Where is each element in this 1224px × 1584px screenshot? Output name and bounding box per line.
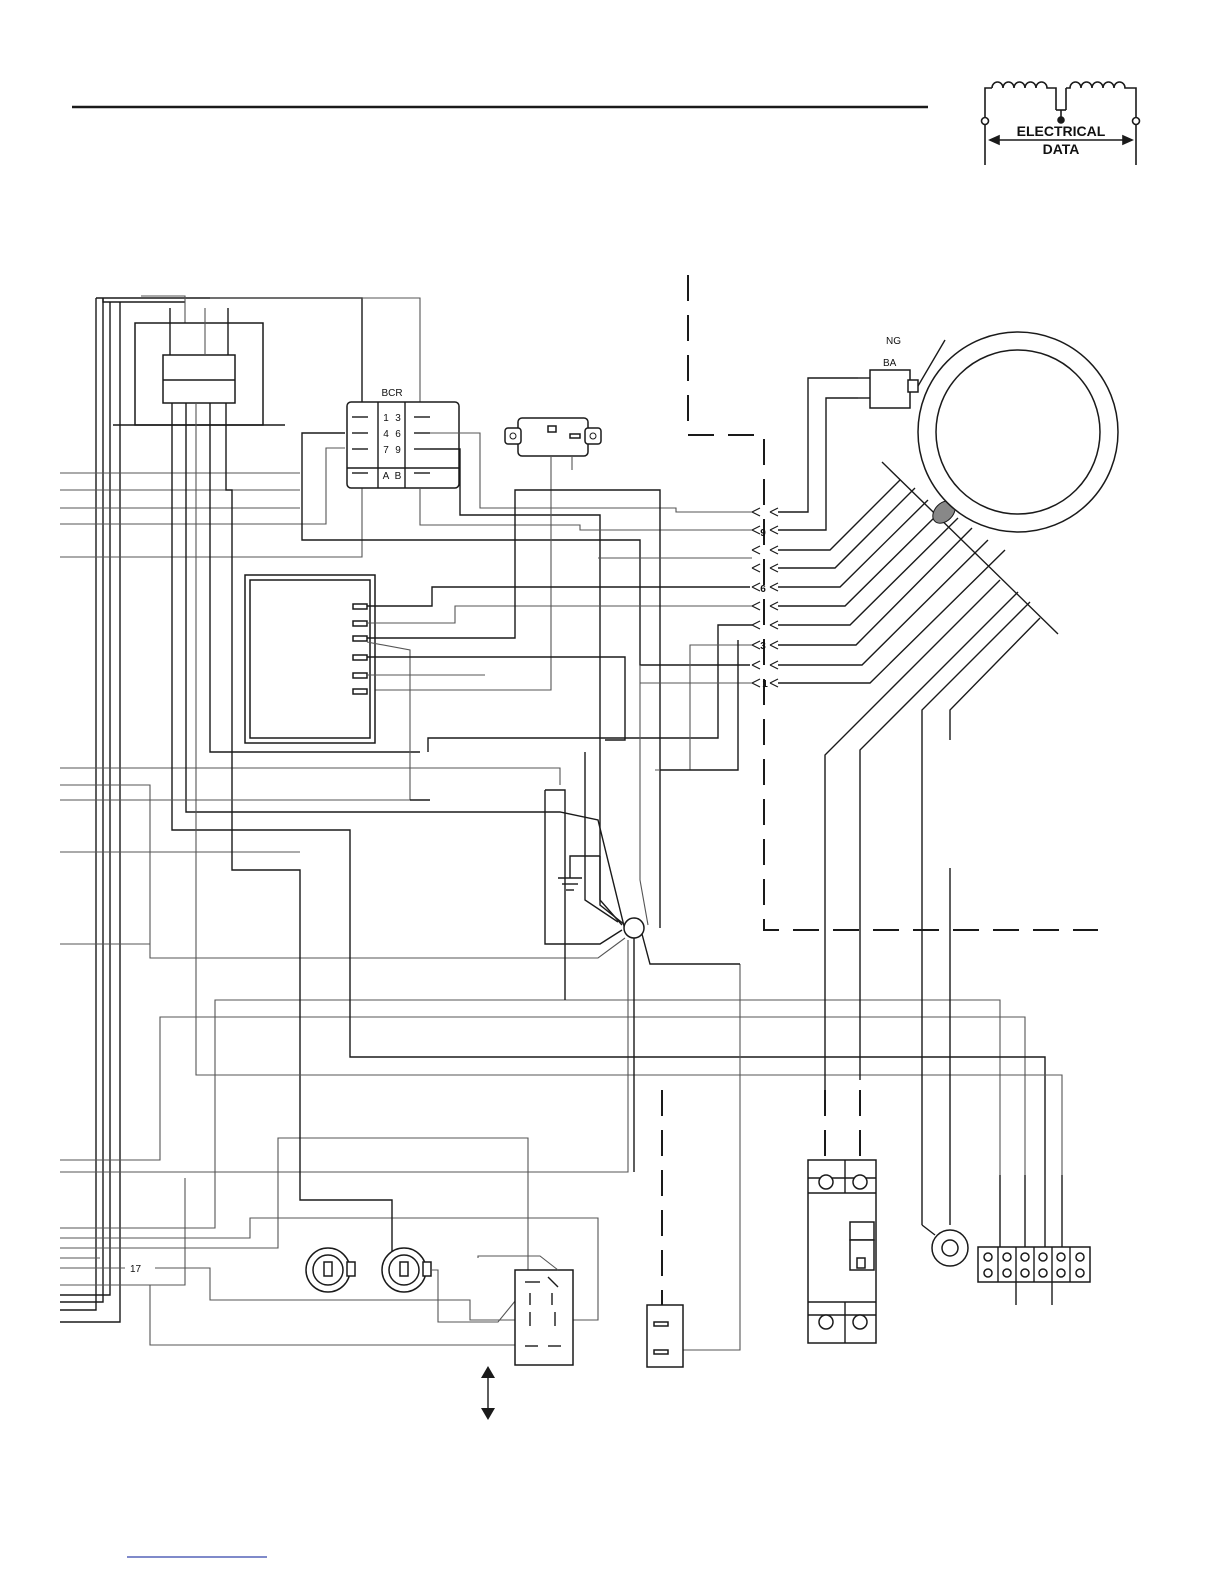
- receptacle-left: [306, 1248, 355, 1292]
- terminal-1-label: 1: [762, 679, 768, 690]
- bcr-pin-a: A: [383, 471, 390, 482]
- ground-lug: [922, 1225, 968, 1266]
- bcr-pin-4: 4: [383, 429, 389, 440]
- bcr-pin-b: B: [395, 471, 402, 482]
- logo-line1: ELECTRICAL: [1017, 123, 1106, 139]
- ba-label: BA: [883, 358, 897, 369]
- main-circuit-breaker: [808, 1160, 876, 1343]
- terminal-block: [978, 1175, 1090, 1305]
- receptacle-right: [382, 1248, 520, 1322]
- terminal-9-label: 9: [760, 528, 766, 539]
- bcr-pin-9: 9: [395, 445, 401, 456]
- voltage-regulator: [60, 490, 752, 928]
- wire-17-label: 17: [130, 1264, 142, 1275]
- terminal-3-label: 3: [760, 641, 766, 652]
- double-arrow-icon: [481, 1366, 495, 1420]
- junction-point: [624, 918, 740, 1172]
- bcr-pin-7: 7: [383, 445, 389, 456]
- bcr-pin-1: 1: [383, 413, 389, 424]
- logo-line2: DATA: [1043, 141, 1080, 157]
- ng-label: NG: [886, 336, 901, 347]
- terminal-6-label: 6: [760, 584, 766, 595]
- bcr-pin-6: 6: [395, 429, 401, 440]
- bcr-pin-3: 3: [395, 413, 401, 424]
- electrical-data-logo: ELECTRICAL DATA: [982, 82, 1140, 165]
- bcr-label: BCR: [381, 388, 402, 399]
- fuse-holder: [647, 1305, 683, 1367]
- center-wiring: [410, 558, 752, 1350]
- alternator-rotor: [918, 332, 1118, 532]
- start-stop-switch: [478, 1256, 573, 1365]
